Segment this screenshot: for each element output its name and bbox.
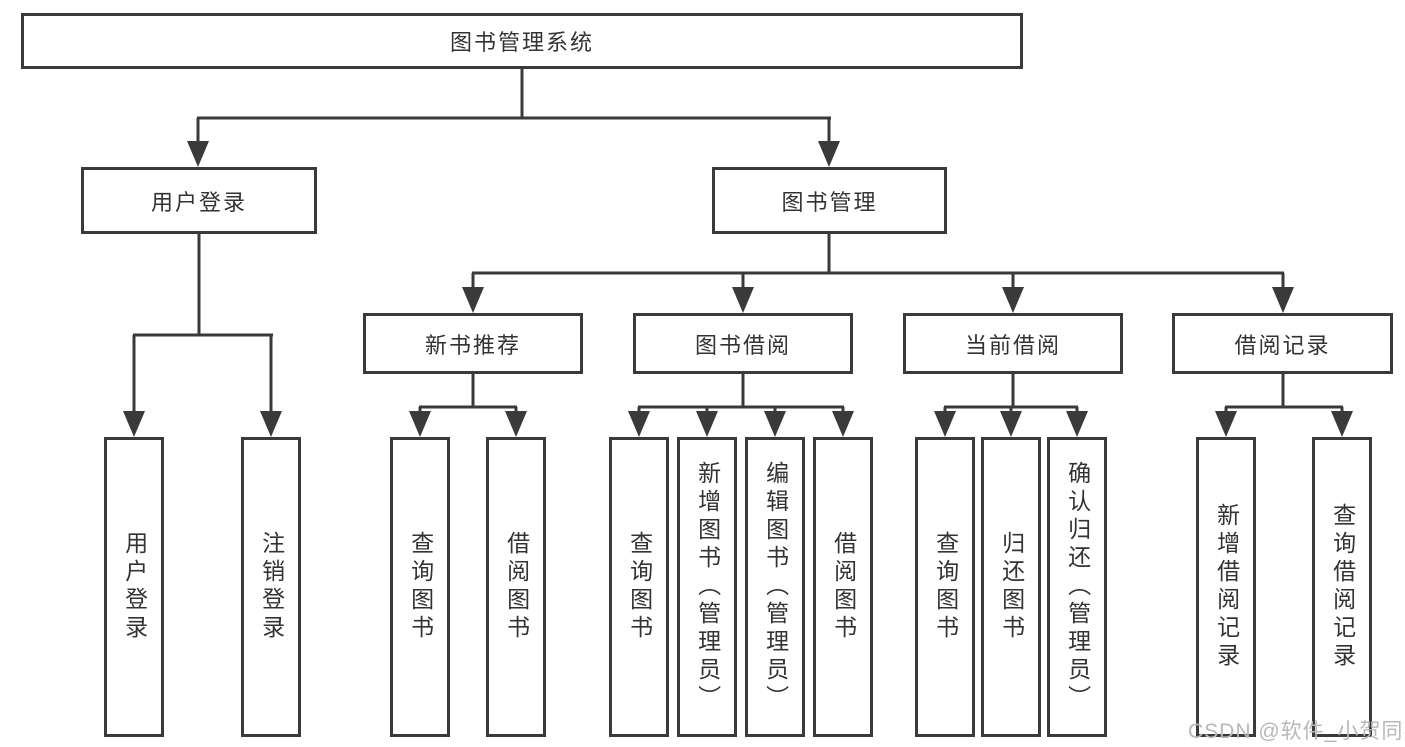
leaf-query-borrow-record: 查询借阅记录 xyxy=(1312,437,1372,737)
arrowhead-down-icon xyxy=(123,411,145,437)
node-book-management: 图书管理 xyxy=(712,167,947,234)
leaf-return-book: 归还图书 xyxy=(981,437,1041,737)
leaf-confirm-return-admin: 确认归还（管理员） xyxy=(1047,437,1107,737)
leaf-add-book-admin: 新增图书（管理员） xyxy=(677,437,737,737)
arrowhead-down-icon xyxy=(1002,287,1024,313)
arrowhead-down-icon xyxy=(1272,287,1294,313)
leaf-add-borrow-record: 新增借阅记录 xyxy=(1196,437,1256,737)
leaf-borrow-books-recommend: 借阅图书 xyxy=(486,437,546,737)
arrowhead-down-icon xyxy=(1000,411,1022,437)
leaf-query-books-recommend: 查询图书 xyxy=(390,437,450,737)
node-new-book-recommend: 新书推荐 xyxy=(363,313,583,374)
leaf-user-login: 用户登录 xyxy=(104,437,164,737)
arrowhead-down-icon xyxy=(187,141,209,167)
arrowhead-down-icon xyxy=(732,287,754,313)
leaf-borrow-books-borrow-label: 借阅图书 xyxy=(830,531,857,643)
leaf-add-book-admin-label: 新增图书（管理员） xyxy=(694,461,721,713)
leaf-add-borrow-record-label: 新增借阅记录 xyxy=(1213,503,1240,671)
leaf-borrow-books-recommend-label: 借阅图书 xyxy=(503,531,530,643)
leaf-query-books-current-label: 查询图书 xyxy=(932,531,959,643)
leaf-confirm-return-admin-label: 确认归还（管理员） xyxy=(1064,461,1091,713)
watermark: CSDN @软件_小贺同学 xyxy=(1188,720,1405,743)
arrowhead-down-icon xyxy=(934,411,956,437)
arrowhead-down-icon xyxy=(505,411,527,437)
leaf-return-book-label: 归还图书 xyxy=(998,531,1025,643)
leaf-user-login-label: 用户登录 xyxy=(121,531,148,643)
arrowhead-down-icon xyxy=(764,411,786,437)
arrowhead-down-icon xyxy=(628,411,650,437)
arrowhead-down-icon xyxy=(462,287,484,313)
leaf-query-books-recommend-label: 查询图书 xyxy=(407,531,434,643)
node-current-borrow: 当前借阅 xyxy=(903,313,1123,374)
leaf-edit-book-admin-label: 编辑图书（管理员） xyxy=(762,461,789,713)
leaf-edit-book-admin: 编辑图书（管理员） xyxy=(745,437,805,737)
leaf-borrow-books-borrow: 借阅图书 xyxy=(813,437,873,737)
arrowhead-down-icon xyxy=(1331,411,1353,437)
leaf-query-books-borrow: 查询图书 xyxy=(609,437,669,737)
leaf-logout-label: 注销登录 xyxy=(258,531,285,643)
node-borrow-records: 借阅记录 xyxy=(1172,313,1393,374)
leaf-query-borrow-record-label: 查询借阅记录 xyxy=(1329,503,1356,671)
leaf-query-books-current: 查询图书 xyxy=(915,437,975,737)
node-book-borrow: 图书借阅 xyxy=(633,313,853,374)
arrowhead-down-icon xyxy=(832,411,854,437)
arrowhead-down-icon xyxy=(1066,411,1088,437)
arrowhead-down-icon xyxy=(1215,411,1237,437)
arrowhead-down-icon xyxy=(260,411,282,437)
node-root: 图书管理系统 xyxy=(21,13,1023,69)
node-user-login: 用户登录 xyxy=(81,167,317,234)
leaf-logout: 注销登录 xyxy=(241,437,301,737)
arrowhead-down-icon xyxy=(696,411,718,437)
arrowhead-down-icon xyxy=(409,411,431,437)
leaf-query-books-borrow-label: 查询图书 xyxy=(626,531,653,643)
arrowhead-down-icon xyxy=(818,141,840,167)
